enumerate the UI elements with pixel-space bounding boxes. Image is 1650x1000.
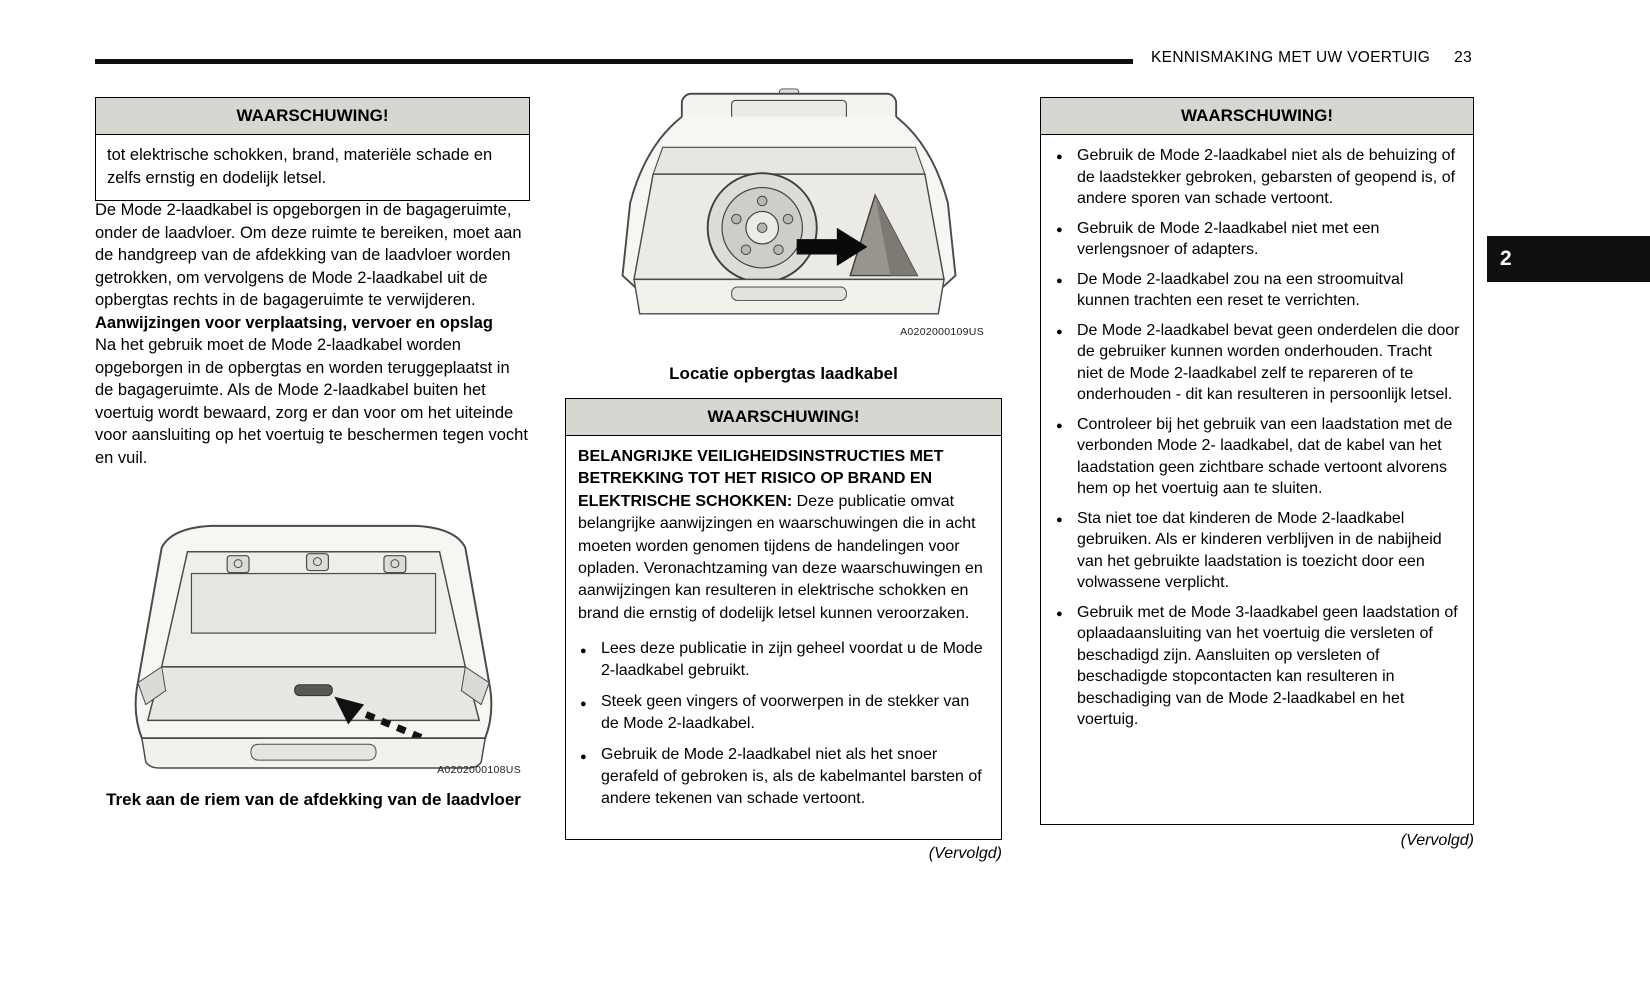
warning-title: WAARSCHUWING! (1041, 98, 1473, 135)
continued-label: (Vervolgd) (928, 845, 1002, 862)
warning-bullet-list: Gebruik de Mode 2-laadkabel niet als de … (1054, 145, 1460, 731)
warning-box-middle: WAARSCHUWING! BELANGRIJKE VEILIGHEIDSINS… (565, 398, 1002, 840)
warning-bullet: Lees deze publicatie in zijn geheel voor… (578, 638, 989, 682)
warning-intro: BELANGRIJKE VEILIGHEIDSINSTRUCTIES MET B… (578, 446, 989, 625)
continued-label: (Vervolgd) (1400, 832, 1474, 849)
spare-tire-storage-illustration (621, 88, 957, 315)
warning-bullet: Gebruik de Mode 2-laadkabel niet als het… (578, 744, 989, 810)
warning-bullet: Sta niet toe dat kinderen de Mode 2-laad… (1054, 508, 1460, 594)
figure-code: A0202000108US (437, 764, 521, 776)
chapter-tab-number: 2 (1500, 247, 1512, 270)
warning-box-left: WAARSCHUWING! tot elektrische schokken, … (95, 97, 530, 201)
warning-body: tot elektrische schokken, brand, materië… (107, 146, 493, 187)
warning-bullet: Steek geen vingers of voorwerpen in de s… (578, 691, 989, 735)
warning-title: WAARSCHUWING! (566, 399, 1001, 436)
cargo-floor-strap-illustration (134, 524, 493, 769)
warning-intro-rest: Deze publicatie omvat belangrijke aanwij… (578, 492, 983, 622)
figure-caption: Locatie opbergtas laadkabel (669, 364, 898, 383)
warning-intro-bold: BELANGRIJKE VEILIGHEIDSINSTRUCTIES MET B… (578, 448, 944, 510)
warning-bullet: Gebruik met de Mode 3-laadkabel geen laa… (1054, 602, 1460, 731)
figure-code: A0202000109US (900, 326, 984, 338)
warning-bullet: Controleer bij het gebruik van een laads… (1054, 414, 1460, 500)
warning-bullet: Gebruik de Mode 2-laadkabel niet als de … (1054, 145, 1460, 210)
page-header: KENNISMAKING MET UW VOERTUIG 23 (1135, 49, 1472, 67)
figure-storage-bag-location: A0202000109US (588, 88, 990, 340)
header-rule (95, 59, 1133, 64)
section-subheading: Aanwijzingen voor verplaatsing, vervoer … (95, 313, 493, 332)
chapter-tab: 2 (1487, 236, 1650, 282)
warning-bullet-list: Lees deze publicatie in zijn geheel voor… (578, 638, 989, 810)
warning-body: BELANGRIJKE VEILIGHEIDSINSTRUCTIES MET B… (566, 436, 1001, 827)
figure-cargo-floor-strap: A0202000108US (100, 516, 527, 778)
page-number: 23 (1454, 49, 1472, 66)
body-paragraph: De Mode 2-laadkabel is opgeborgen in de … (95, 201, 522, 309)
left-column-text: De Mode 2-laadkabel is opgeborgen in de … (95, 199, 532, 469)
chapter-title: KENNISMAKING MET UW VOERTUIG (1151, 49, 1431, 66)
warning-box-right: WAARSCHUWING! Gebruik de Mode 2-laadkabe… (1040, 97, 1474, 825)
warning-bullet: De Mode 2-laadkabel bevat geen onderdele… (1054, 320, 1460, 406)
figure-caption: Trek aan de riem van de afdekking van de… (106, 790, 521, 809)
warning-bullet: De Mode 2-laadkabel zou na een stroomuit… (1054, 269, 1460, 312)
body-paragraph: Na het gebruik moet de Mode 2-laadkabel … (95, 336, 528, 467)
warning-title: WAARSCHUWING! (96, 98, 529, 135)
warning-body: Gebruik de Mode 2-laadkabel niet als de … (1041, 135, 1473, 747)
warning-bullet: Gebruik de Mode 2-laadkabel niet met een… (1054, 218, 1460, 261)
